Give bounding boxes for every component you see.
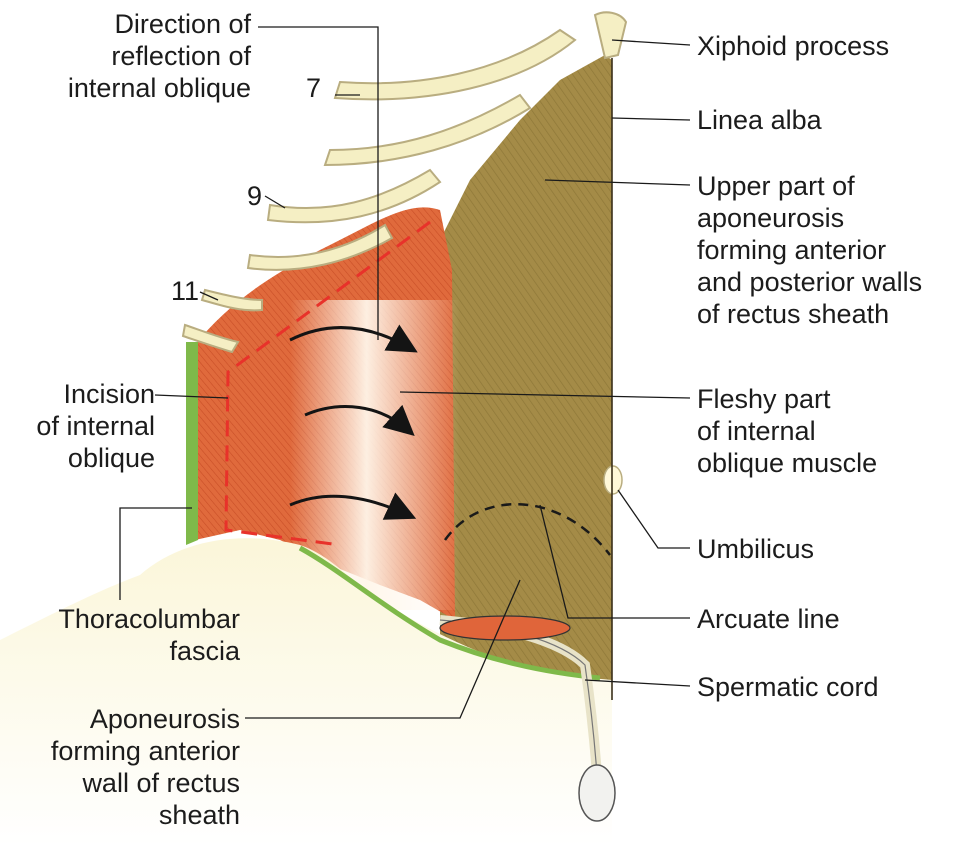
rib-number-7: 7 [306,73,321,104]
umbilicus-shape [604,466,622,494]
label-aponeurosis-anterior-wall: Aponeurosis forming anterior wall of rec… [51,703,240,831]
label-thoracolumbar-fascia: Thoracolumbar fascia [58,603,240,667]
leader-umbilicus [618,490,690,548]
rib-number-11: 11 [171,276,199,307]
label-xiphoid-process: Xiphoid process [697,30,889,62]
leader-linea-alba [612,118,690,120]
aponeurosis-region [440,55,612,700]
label-arcuate-line: Arcuate line [697,603,840,635]
label-direction-of-reflection: Direction of reflection of internal obli… [68,8,251,104]
label-spermatic-cord: Spermatic cord [697,671,879,703]
label-linea-alba: Linea alba [697,104,822,136]
label-upper-aponeurosis: Upper part of aponeurosis forming anteri… [697,170,922,330]
testis-shape [579,765,615,821]
label-incision: Incision of internal oblique [36,378,155,474]
label-umbilicus: Umbilicus [697,533,814,565]
thoracolumbar-fascia-strip [186,342,198,545]
rib-number-9: 9 [247,181,262,212]
label-fleshy-part: Fleshy part of internal oblique muscle [697,383,877,479]
rib-7 [335,30,575,99]
leader-xiphoid [612,40,690,45]
cord-ring [440,616,570,640]
xiphoid-bone [595,12,626,58]
